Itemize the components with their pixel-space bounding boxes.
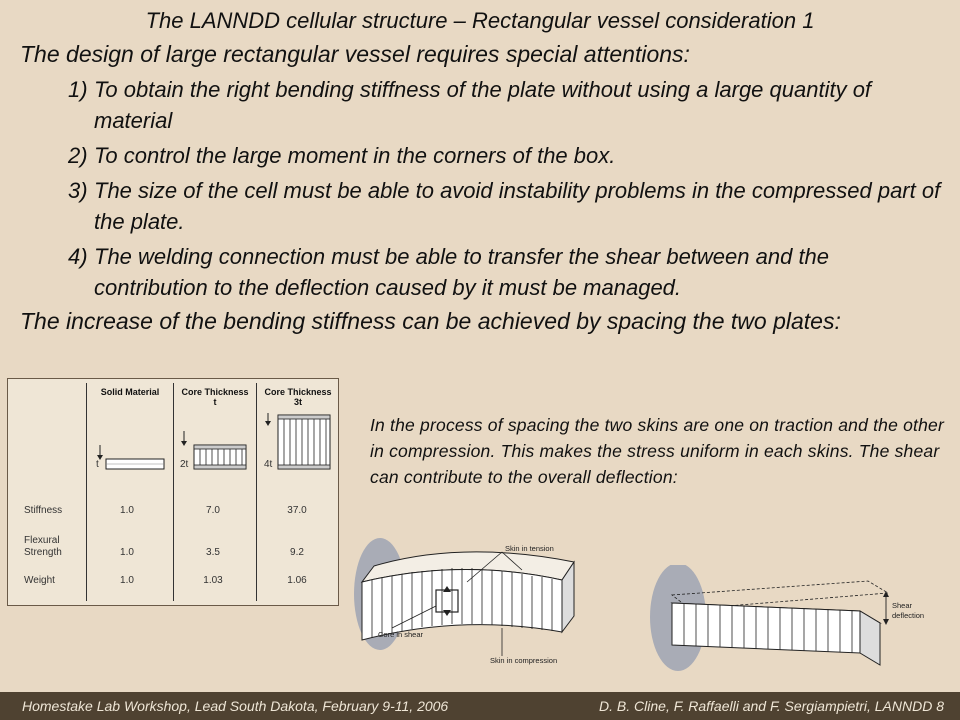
column-header-core-3t: Core Thickness: [264, 387, 332, 397]
shear-deflection-illustration: [650, 563, 890, 671]
explanation-text: In the process of spacing the two skins …: [370, 415, 944, 487]
table-cell: 1.03: [203, 575, 223, 586]
footer-authors: D. B. Cline, F. Raffaelli and F. Sergiam…: [599, 698, 944, 714]
list-text: To control the large moment in the corne…: [94, 143, 616, 168]
list-number: 2): [68, 143, 88, 168]
column-header-core-t: Core Thickness: [181, 387, 249, 397]
table-divider: [86, 383, 87, 601]
dim-label-4t: 4t: [264, 459, 273, 470]
row-label-strength: Strength: [24, 547, 62, 558]
list-item: 1)To obtain the right bending stiffness …: [62, 74, 942, 136]
table-cell: 37.0: [287, 505, 307, 516]
list-text: To obtain the right bending stiffness of…: [94, 77, 872, 133]
table-divider: [256, 383, 257, 601]
cross-section-illustrations: [97, 413, 331, 470]
stiffness-comparison-table: Solid Material Core Thickness t Core Thi…: [7, 378, 339, 606]
row-label-stiffness: Stiffness: [24, 505, 63, 516]
table-cell: 7.0: [206, 505, 220, 516]
table-cell: 1.0: [120, 505, 134, 516]
label-shear: Shear: [892, 601, 913, 610]
label-skin-tension: Skin in tension: [505, 544, 554, 553]
label-deflection: deflection: [892, 611, 925, 620]
shear-deflection-diagram: Shear deflection: [650, 563, 950, 690]
row-label-weight: Weight: [24, 575, 55, 586]
list-item: 2)To control the large moment in the cor…: [62, 140, 942, 171]
list-number: 3): [68, 178, 88, 203]
considerations-list: 1)To obtain the right bending stiffness …: [62, 74, 942, 307]
footer-event: Homestake Lab Workshop, Lead South Dakot…: [22, 698, 449, 714]
row-label-flexural: Flexural: [24, 535, 60, 546]
slide-footer: Homestake Lab Workshop, Lead South Dakot…: [0, 692, 960, 720]
intro-text: The design of large rectangular vessel r…: [20, 41, 690, 67]
column-header-core-t-sub: t: [213, 397, 217, 407]
list-text: The welding connection must be able to t…: [94, 244, 830, 300]
bending-diagram: Skin in tension Core in shear Skin in co…: [352, 532, 577, 692]
table-cell: 9.2: [290, 547, 304, 558]
column-header-core-3t-sub: 3t: [293, 397, 302, 407]
dim-label-t: t: [96, 459, 99, 470]
slide-title: The LANNDD cellular structure – Rectangu…: [145, 8, 815, 33]
table-divider: [173, 383, 174, 601]
list-number: 1): [68, 77, 88, 102]
table-cell: 1.0: [120, 547, 134, 558]
table-cell: 3.5: [206, 547, 220, 558]
list-item: 4)The welding connection must be able to…: [62, 241, 942, 303]
increase-text: The increase of the bending stiffness ca…: [20, 308, 841, 334]
column-header-solid: Solid Material: [100, 387, 160, 397]
bending-beam-illustration: [354, 538, 575, 656]
list-number: 4): [68, 244, 88, 269]
label-skin-compression: Skin in compression: [490, 656, 558, 665]
list-item: 3)The size of the cell must be able to a…: [62, 175, 942, 237]
table-cell: 1.0: [120, 575, 134, 586]
list-text: The size of the cell must be able to avo…: [94, 178, 941, 234]
dim-label-2t: 2t: [180, 459, 189, 470]
label-core-shear: Core in shear: [378, 630, 424, 639]
table-cell: 1.06: [287, 575, 307, 586]
